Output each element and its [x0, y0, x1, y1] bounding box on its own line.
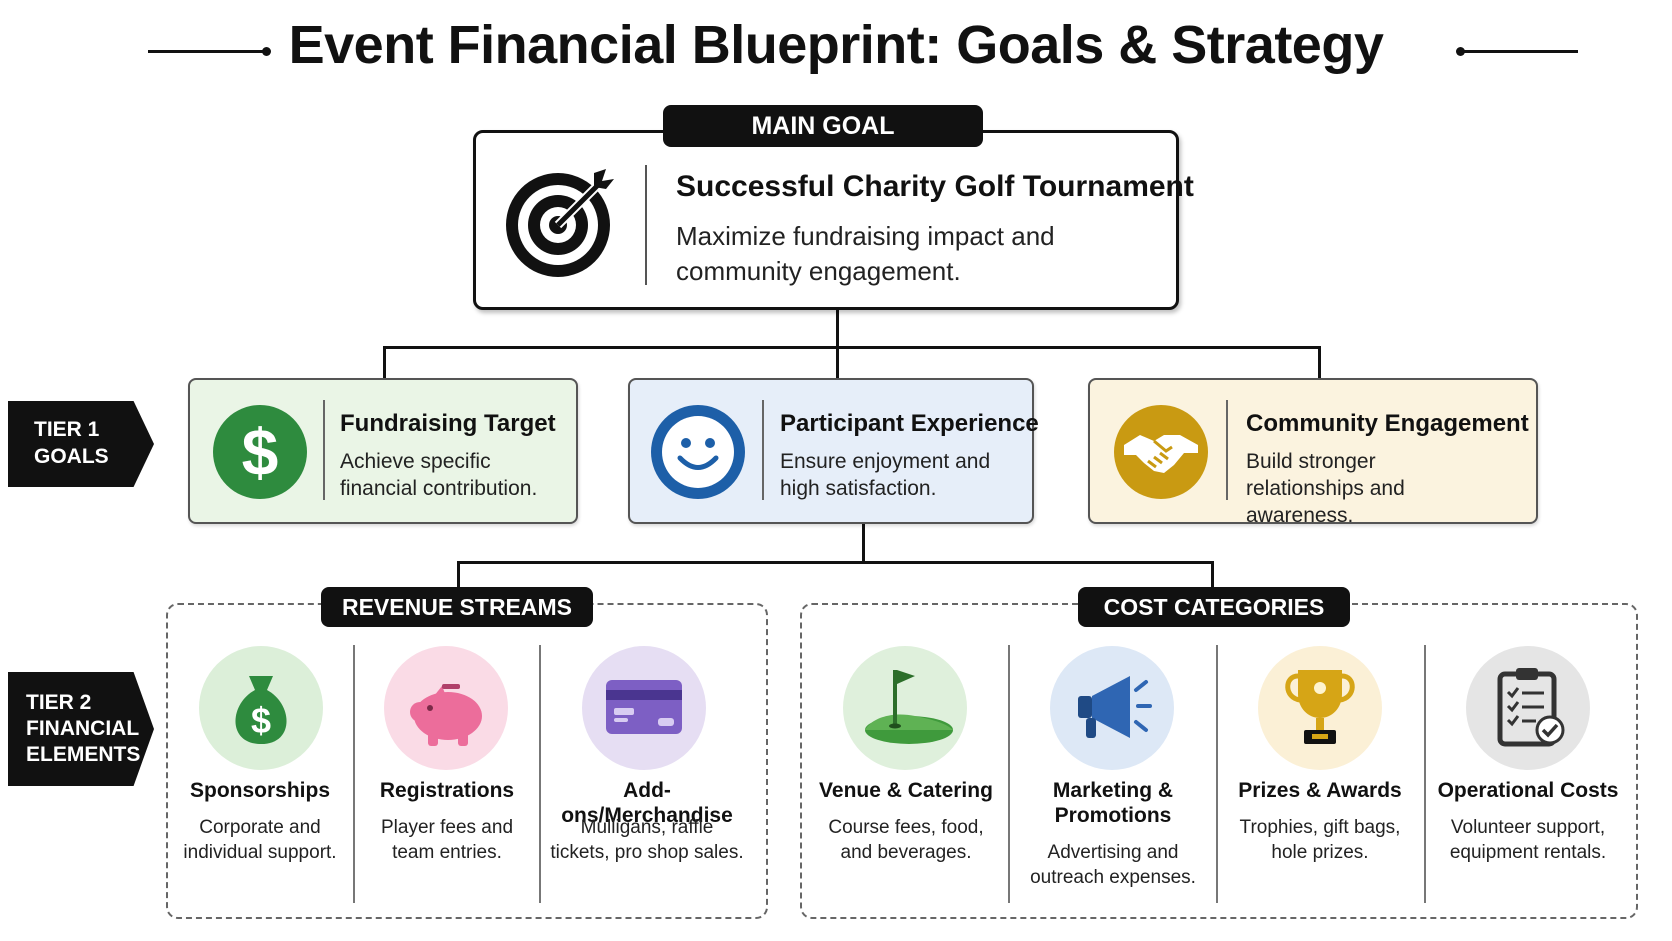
item-title: Registrations: [379, 779, 515, 802]
main-goal-divider: [645, 165, 647, 285]
connector-tier1-right: [1318, 346, 1321, 378]
goal-card-fundraising: $ Fundraising Target Achieve specific fi…: [188, 378, 578, 524]
goal-description: Ensure enjoyment and high satisfaction.: [780, 450, 991, 500]
item-title: Prizes & Awards: [1238, 779, 1402, 802]
goal-description: Build stronger relationships and awarene…: [1246, 450, 1405, 527]
credit-card-icon: [582, 646, 706, 770]
item-title: Add-ons/Merchandise: [561, 779, 733, 827]
target-icon: [502, 163, 620, 281]
money-bag-icon: $: [199, 646, 323, 770]
goal-divider: [762, 400, 764, 500]
tier2-label: TIER 2 FINANCIAL ELEMENTS: [8, 672, 154, 786]
item-title: Marketing & Promotions: [1052, 779, 1174, 827]
item-description: Course fees, food, and beverages.: [828, 817, 984, 863]
golf-flag-icon: [843, 646, 967, 770]
goal-card-community: Community Engagement Build stronger rela…: [1088, 378, 1538, 527]
page-title: Event Financial Blueprint: Goals & Strat…: [288, 15, 1384, 75]
trophy-icon: [1258, 646, 1382, 770]
column-divider: [539, 645, 541, 903]
tier2-label-line1: TIER 2: [26, 691, 92, 714]
handshake-icon: [1114, 405, 1208, 499]
item-description: Trophies, gift bags, hole prizes.: [1239, 817, 1401, 863]
item-description: Volunteer support, equipment rentals.: [1449, 817, 1607, 863]
dollar-icon: $: [213, 405, 307, 499]
tier1-label: TIER 1 GOALS: [8, 401, 154, 487]
connector-tier1-horizontal: [383, 346, 1321, 349]
title-rule-right: [1460, 50, 1578, 53]
item-title: Sponsorships: [189, 779, 331, 802]
item-description: Player fees and team entries.: [380, 817, 514, 863]
piggy-bank-icon: [384, 646, 508, 770]
connector-tier1-left: [383, 346, 386, 378]
tier1-label-line1: TIER 1: [34, 418, 100, 441]
megaphone-icon: [1050, 646, 1174, 770]
connector-main-down: [836, 310, 839, 348]
goal-card-participant: Participant Experience Ensure enjoyment …: [628, 378, 1039, 524]
connector-tier2-left: [457, 561, 460, 589]
item-description: Mulligans, raffle tickets, pro shop sale…: [550, 817, 744, 863]
tier1-label-line2: GOALS: [34, 445, 109, 468]
title-rule-left: [148, 50, 266, 53]
cost-categories-badge: COST CATEGORIES: [1078, 587, 1350, 627]
goal-divider: [1226, 400, 1228, 500]
item-title: Operational Costs: [1437, 779, 1619, 802]
main-goal-description: Maximize fundraising impact and communit…: [676, 221, 1055, 286]
connector-tier1-center: [836, 346, 839, 378]
item-title: Venue & Catering: [819, 779, 993, 802]
item-description: Corporate and individual support.: [183, 817, 337, 863]
column-divider: [353, 645, 355, 903]
clipboard-checklist-icon: [1466, 646, 1590, 770]
tier2-label-line3: ELEMENTS: [26, 743, 141, 766]
connector-tier2-horizontal: [457, 561, 1214, 564]
title-rule-right-dot: [1456, 47, 1465, 56]
main-goal-title: Successful Charity Golf Tournament: [676, 170, 1194, 203]
tier2-label-line2: FINANCIAL: [26, 717, 140, 740]
goal-description: Achieve specific financial contribution.: [340, 450, 538, 500]
main-goal-badge: MAIN GOAL: [663, 105, 983, 147]
smiley-icon: [651, 405, 745, 499]
revenue-streams-badge: REVENUE STREAMS: [321, 587, 593, 627]
item-description: Advertising and outreach expenses.: [1030, 842, 1196, 888]
goal-title: Participant Experience: [780, 410, 1039, 437]
goal-title: Fundraising Target: [340, 410, 556, 437]
connector-tier2-right: [1211, 561, 1214, 589]
column-divider: [1008, 645, 1010, 903]
svg-text:$: $: [251, 700, 271, 741]
column-divider: [1216, 645, 1218, 903]
goal-title: Community Engagement: [1246, 410, 1529, 437]
goal-divider: [323, 400, 325, 500]
svg-text:$: $: [242, 415, 279, 489]
column-divider: [1424, 645, 1426, 903]
title-rule-left-dot: [262, 47, 271, 56]
connector-tier2-down: [862, 523, 865, 563]
